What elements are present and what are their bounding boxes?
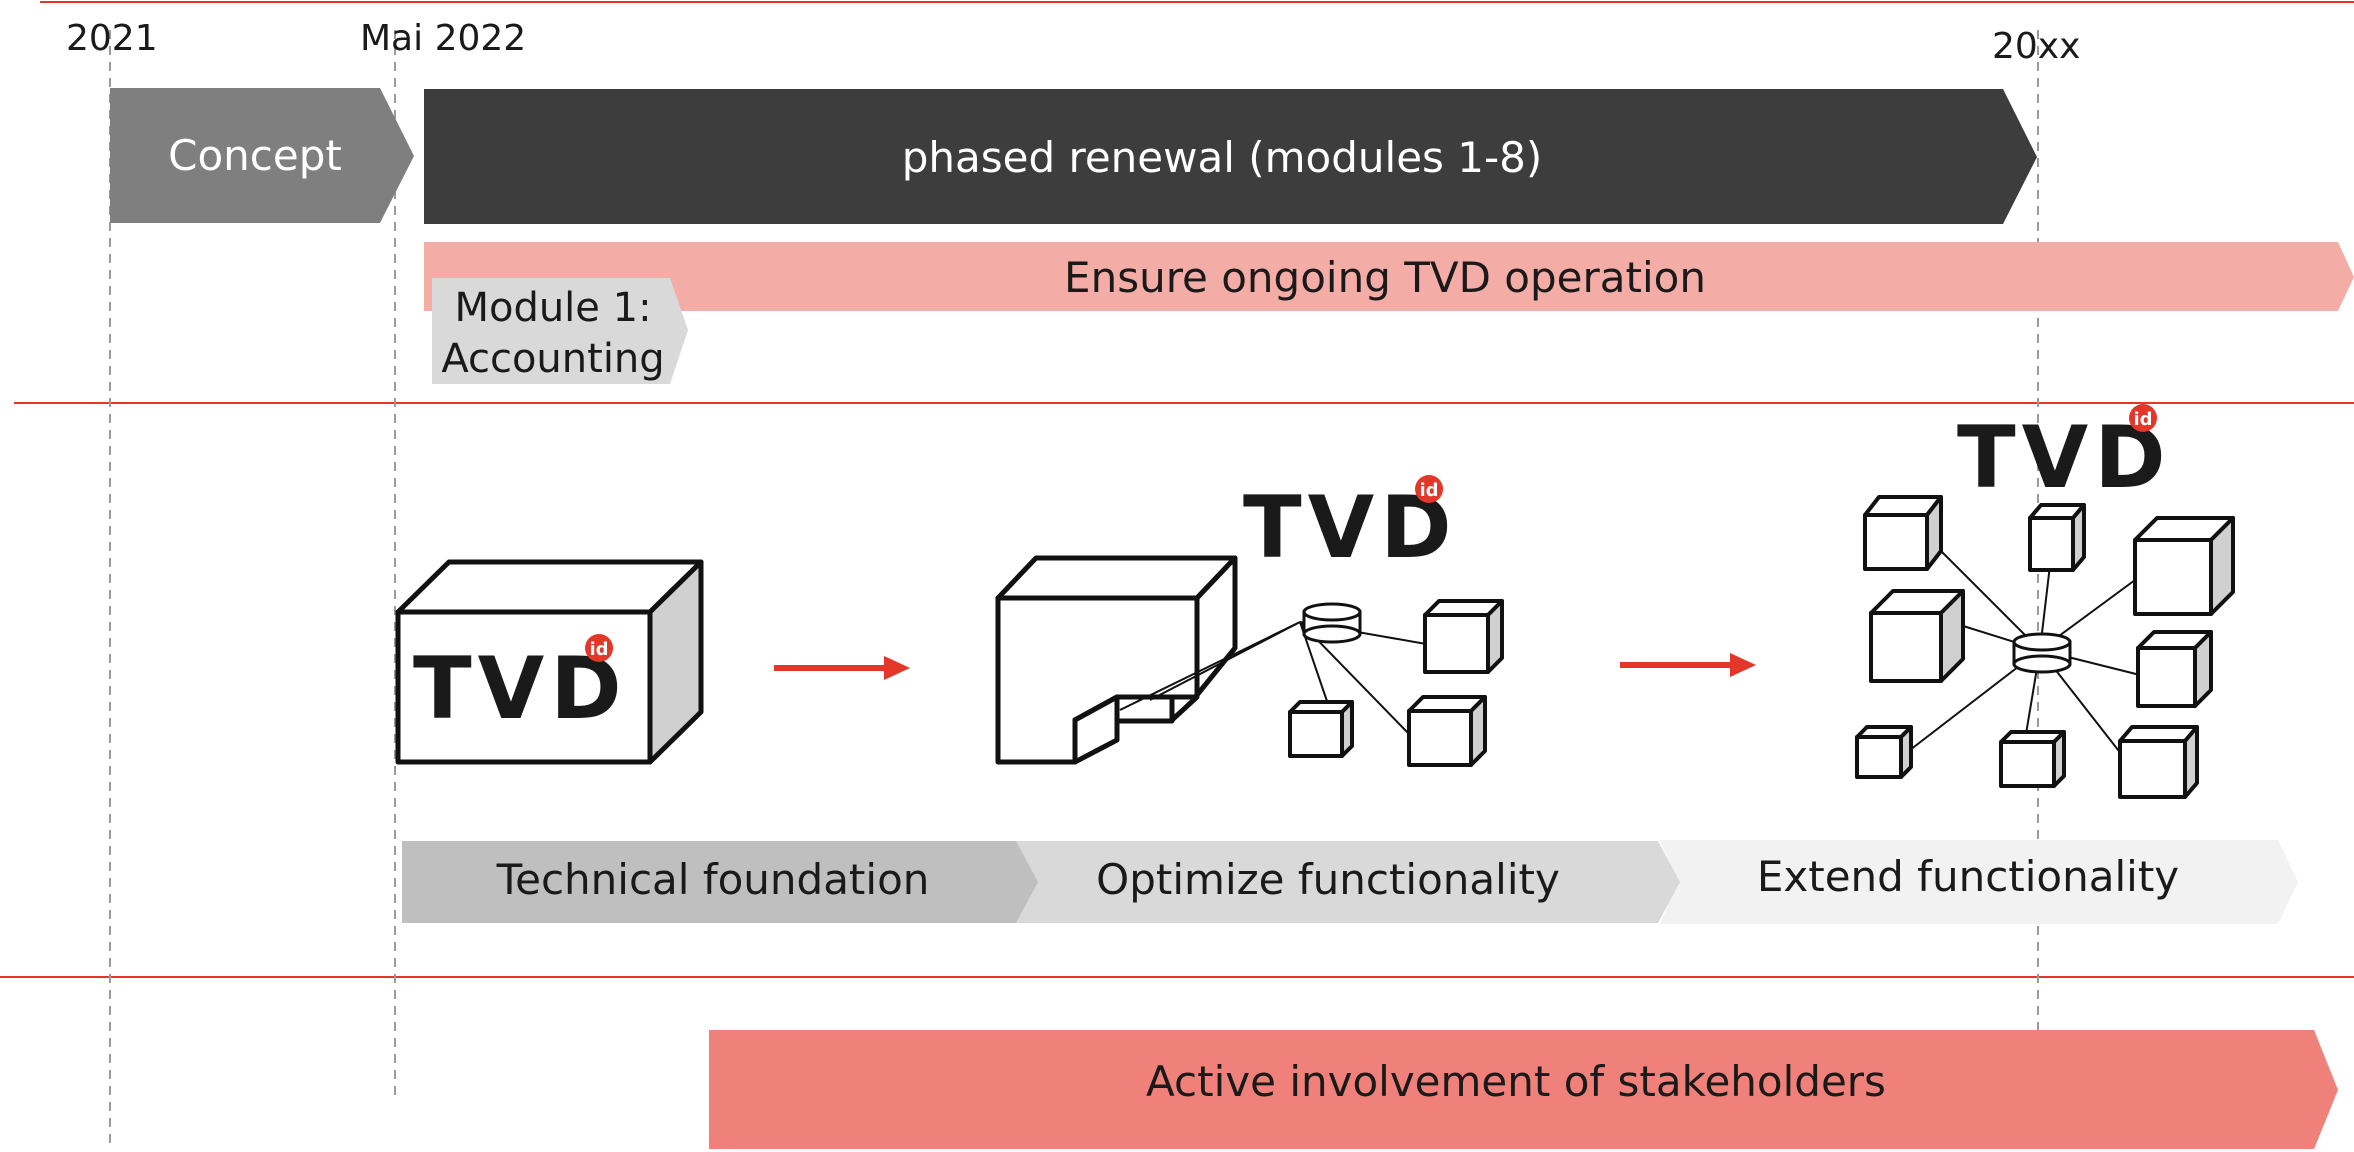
tvd-logo-monolith: TVD id <box>413 634 628 739</box>
arrow-right-icon-1 <box>774 656 910 680</box>
year-label-mai-2022: Mai 2022 <box>360 18 526 59</box>
cube-front <box>1407 709 1473 767</box>
block-notch-piece <box>1114 694 1175 724</box>
stakeholders-bar: Active involvement of stakeholders <box>709 1030 2338 1149</box>
id-badge-icon <box>2129 404 2157 432</box>
cube-icon <box>2028 503 2086 572</box>
tvd-logo-right: TVD id <box>1957 404 2166 508</box>
module-1-name: Accounting <box>441 336 664 382</box>
cube-front <box>2118 739 2187 799</box>
cube-side <box>1486 599 1504 674</box>
id-badge-icon <box>585 634 613 662</box>
step-extend: Extend functionality <box>1660 840 2298 924</box>
year-label-20xx: 20xx <box>1992 26 2080 67</box>
cube-icon <box>1999 730 2066 788</box>
cube-icon <box>1288 700 1354 758</box>
cube-front <box>1855 735 1903 779</box>
year-label-2021: 2021 <box>66 18 158 59</box>
arrow-1-head <box>884 656 910 680</box>
step-optimize-label: Optimize functionality <box>1096 855 1560 904</box>
cube-icon <box>1863 495 1943 571</box>
id-badge-text: id <box>589 639 608 660</box>
step-extend-label: Extend functionality <box>1757 852 2179 901</box>
database-top <box>1302 602 1362 622</box>
cube-icon <box>1869 589 1965 683</box>
arrow-right-icon-2 <box>1620 653 1756 677</box>
cube-front <box>2133 538 2213 616</box>
step-extend-arrow <box>1660 840 2298 924</box>
cube-icon <box>1855 725 1913 779</box>
monolith-front <box>395 609 653 765</box>
database-icon-middle <box>1302 602 1362 644</box>
id-badge-text: id <box>1419 480 1438 501</box>
cube-front <box>2136 646 2197 708</box>
cube-front <box>1863 513 1929 571</box>
renewal-phase: phased renewal (modules 1-8) <box>424 89 2037 224</box>
renewal-arrow <box>424 89 2037 224</box>
section-dividers <box>0 1 2354 978</box>
cube-icon <box>1407 695 1487 767</box>
ongoing-label: Ensure ongoing TVD operation <box>1064 253 1706 302</box>
block-notch-side <box>1072 694 1120 765</box>
cube-side <box>2193 630 2213 708</box>
step-technical-arrow <box>402 841 1038 923</box>
step-technical-label: Technical foundation <box>496 855 930 904</box>
concept-label: Concept <box>168 131 342 180</box>
stakeholders-arrow <box>709 1030 2338 1149</box>
monolith-box <box>395 559 704 765</box>
ongoing-operation: Ensure ongoing TVD operation <box>424 242 2354 311</box>
right-cubes <box>1855 495 2235 799</box>
database-bottom <box>2012 654 2072 674</box>
cube-front <box>1999 740 2056 788</box>
module-1-arrow <box>432 278 688 384</box>
step-technical: Technical foundation <box>402 841 1038 923</box>
tvd-logo-text: TVD <box>413 639 628 739</box>
module-1: Module 1: Accounting <box>432 278 688 384</box>
decomposing-block <box>995 555 1238 765</box>
ongoing-arrow <box>424 242 2354 311</box>
cube-front <box>1423 613 1490 674</box>
concept-arrow <box>110 88 414 223</box>
cube-icon <box>1423 599 1504 674</box>
concept-phase: Concept <box>110 88 414 223</box>
link <box>1149 621 1301 701</box>
cube-icon <box>2136 630 2213 708</box>
id-badge-text: id <box>2133 409 2152 430</box>
database-bottom <box>1302 624 1362 644</box>
cube-icon <box>2133 516 2235 616</box>
database-top <box>2012 632 2072 652</box>
database-icon-right <box>2012 632 2072 674</box>
cube-front <box>1869 611 1943 683</box>
cube-side <box>1469 695 1487 767</box>
step-optimize-arrow <box>998 841 1680 923</box>
cube-front <box>1288 710 1344 758</box>
link <box>1929 539 2041 651</box>
cube-front <box>2028 516 2075 572</box>
middle-cubes <box>1288 599 1504 767</box>
id-badge-icon <box>1415 475 1443 503</box>
tvd-logo-middle: TVD id <box>1243 475 1452 578</box>
arrow-2-head <box>1730 653 1756 677</box>
renewal-label: phased renewal (modules 1-8) <box>902 133 1543 182</box>
step-optimize: Optimize functionality <box>998 841 1680 923</box>
module-1-title: Module 1: <box>454 285 651 331</box>
cube-icon <box>2118 725 2199 799</box>
stakeholders-label: Active involvement of stakeholders <box>1146 1057 1886 1106</box>
